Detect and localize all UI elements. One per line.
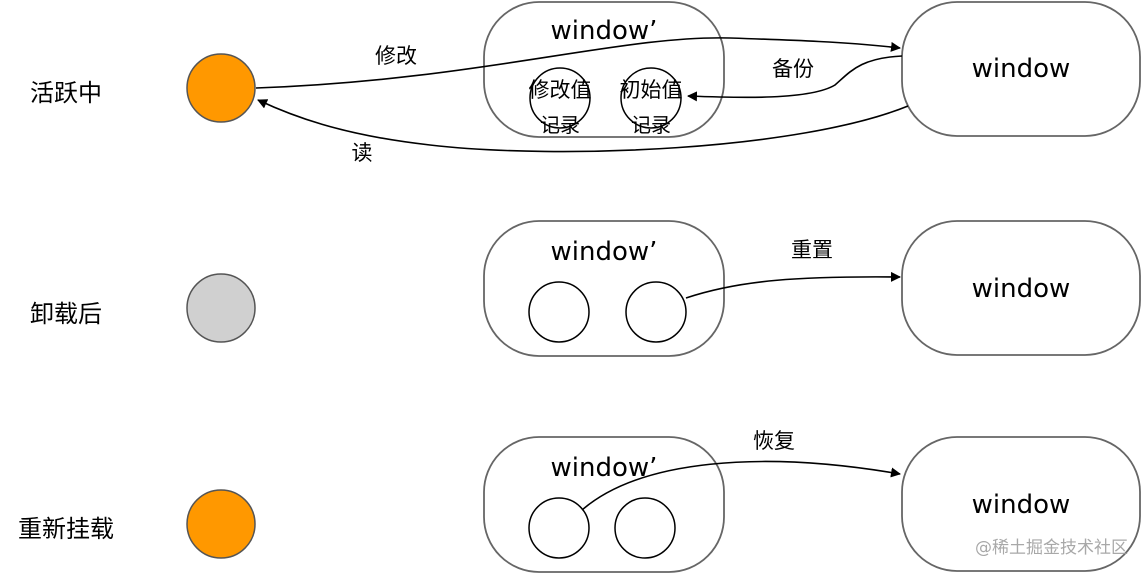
modified-record-label-line1: 修改值 bbox=[529, 78, 592, 102]
modified-record-circle-unmounted bbox=[528, 281, 590, 343]
state-circle-active bbox=[186, 53, 256, 123]
state-label-unmounted: 卸载后 bbox=[30, 300, 102, 328]
proxy-window-label-active: window’ bbox=[551, 16, 658, 46]
edge-restore-label: 恢复 bbox=[753, 429, 795, 453]
initial-record-circle bbox=[620, 67, 682, 129]
state-label-remounted: 重新挂载 bbox=[18, 515, 114, 543]
real-window-label-remounted: window bbox=[972, 490, 1071, 520]
edge-reset bbox=[685, 271, 901, 299]
edge-backup-label: 备份 bbox=[772, 57, 814, 81]
real-window-box-remounted bbox=[901, 436, 1141, 572]
initial-record-circle-remounted bbox=[614, 497, 676, 559]
proxy-window-label-unmounted: window’ bbox=[551, 237, 658, 267]
initial-record-label-line1: 初始值 bbox=[620, 78, 683, 102]
edge-restore bbox=[581, 460, 901, 511]
edge-backup bbox=[687, 55, 903, 102]
initial-record-label-line2: 记录 bbox=[631, 113, 671, 137]
state-circle-remounted bbox=[186, 489, 256, 559]
real-window-box-active bbox=[901, 1, 1141, 137]
edge-read-label: 读 bbox=[352, 141, 373, 165]
watermark: @稀土掘金技术社区 bbox=[975, 538, 1128, 558]
edge-modify bbox=[255, 37, 901, 89]
real-window-box-unmounted bbox=[901, 220, 1141, 356]
state-label-active: 活跃中 bbox=[30, 79, 102, 107]
edge-read bbox=[257, 99, 909, 153]
initial-record-circle-unmounted bbox=[625, 281, 687, 343]
real-window-label-active: window bbox=[972, 54, 1071, 84]
real-window-label-unmounted: window bbox=[972, 274, 1071, 304]
edge-modify-label: 修改 bbox=[375, 44, 417, 68]
edge-reset-label: 重置 bbox=[791, 238, 833, 262]
modified-record-circle-remounted bbox=[528, 497, 590, 559]
state-circle-unmounted bbox=[186, 273, 256, 343]
modified-record-circle bbox=[529, 67, 591, 129]
modified-record-label-line2: 记录 bbox=[540, 113, 580, 137]
